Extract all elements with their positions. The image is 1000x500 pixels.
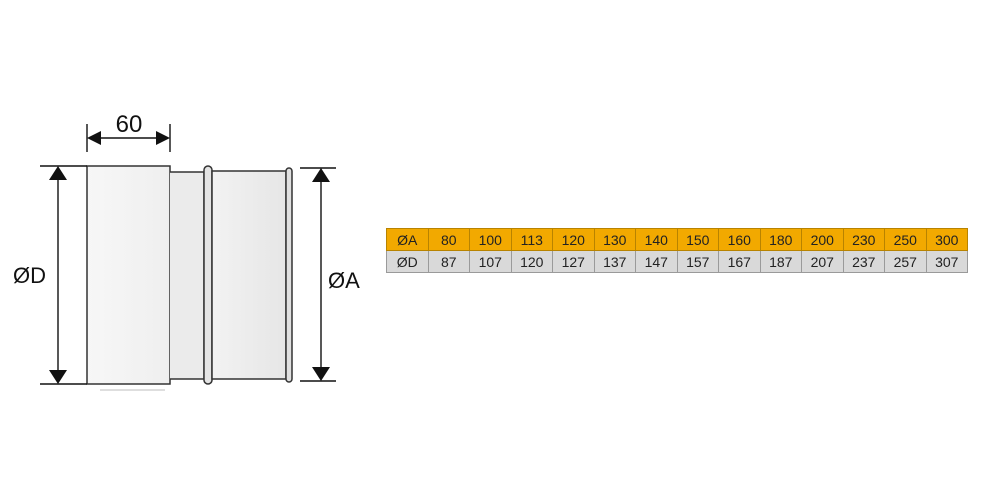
table-cell: 140 (635, 228, 678, 251)
bead-ring (203, 165, 213, 385)
table-cell: 147 (635, 250, 678, 273)
width-dimension-label: 60 (116, 111, 143, 138)
diameter-d-label: ØD (13, 263, 46, 288)
table-cell: 307 (925, 250, 968, 273)
table-cell: 120 (552, 228, 595, 251)
arrow-up-icon (312, 168, 330, 182)
arrow-down-icon (312, 367, 330, 381)
diameter-a-label: ØA (328, 268, 360, 293)
arrow-left-icon (87, 131, 101, 145)
end-lip (285, 167, 293, 383)
table-cell: 137 (593, 250, 636, 273)
table-cell: 120 (510, 250, 553, 273)
arrow-up-icon (49, 166, 67, 180)
arrow-right-icon (156, 131, 170, 145)
socket-d-section (86, 165, 171, 385)
table-cell: 187 (759, 250, 802, 273)
table-cell: 167 (718, 250, 761, 273)
row-label-cell: ØA (386, 228, 429, 251)
table-cell: 113 (510, 228, 553, 251)
diameter-d-dimension (40, 165, 87, 385)
pipe-body (86, 165, 293, 385)
table-cell: 150 (676, 228, 719, 251)
table-cell: 127 (552, 250, 595, 273)
table-cell: 100 (469, 228, 512, 251)
spigot-a-section (211, 170, 287, 380)
table-cell: 250 (884, 228, 927, 251)
arrow-down-icon (49, 370, 67, 384)
table-cell: 107 (469, 250, 512, 273)
table-cell: 200 (801, 228, 844, 251)
row-label-cell: ØD (386, 250, 429, 273)
transition-section (170, 171, 205, 380)
diameter-a-dimension (300, 167, 336, 382)
table-cell: 257 (884, 250, 927, 273)
table-cell: 87 (427, 250, 470, 273)
table-cell: 300 (925, 228, 968, 251)
table-cell: 157 (676, 250, 719, 273)
table-cell: 230 (842, 228, 885, 251)
table-cell: 80 (427, 228, 470, 251)
table-cell: 180 (759, 228, 802, 251)
table-cell: 130 (593, 228, 636, 251)
width-dimension (86, 124, 171, 152)
table-cell: 207 (801, 250, 844, 273)
table-cell: 237 (842, 250, 885, 273)
table-cell: 160 (718, 228, 761, 251)
